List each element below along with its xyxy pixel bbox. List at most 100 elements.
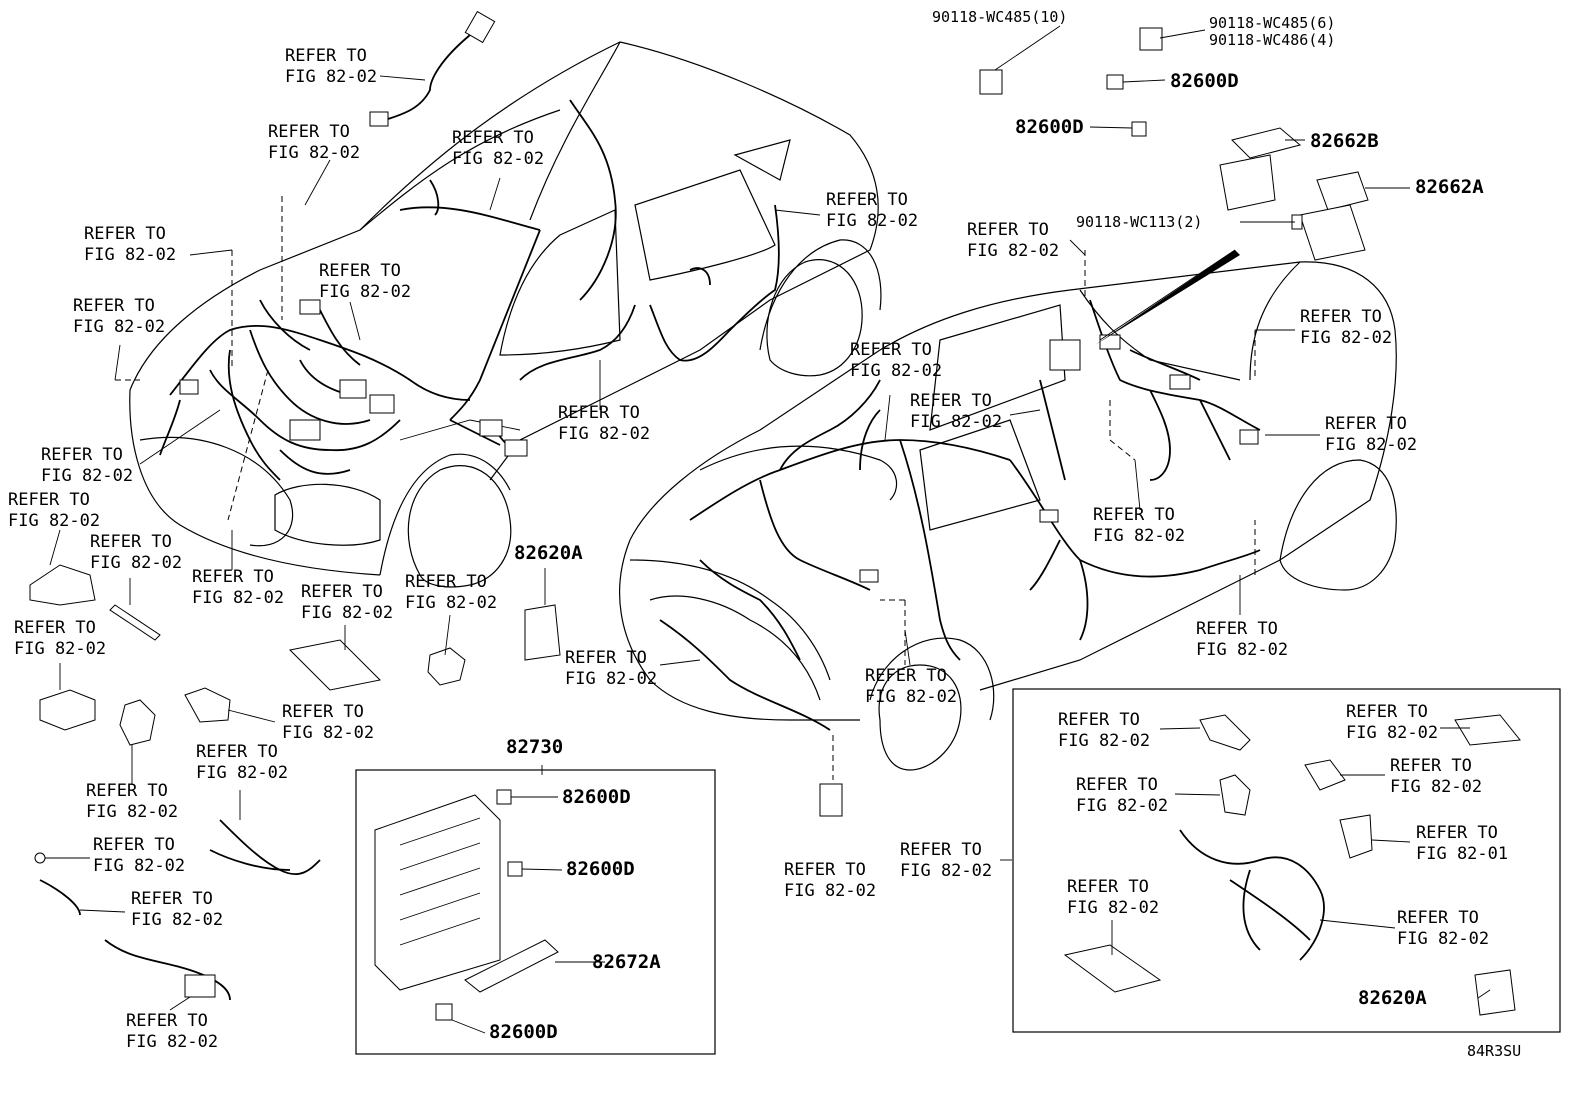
part-number[interactable]: 82730 [506,736,564,758]
rear-car-harness [659,299,1261,731]
callout-line-2: FIG 82-02 [1300,328,1393,348]
callout-line-2: FIG 82-02 [1093,526,1186,546]
callout-line-2: FIG 82-02 [301,603,394,623]
loose-parts-artwork [29,27,1521,1021]
callout-line-2: FIG 82-01 [1416,844,1509,864]
callout-line-2: FIG 82-02 [1196,640,1289,660]
inset-box-rear-parts [1012,688,1561,1033]
callout-line-2: FIG 82-02 [192,588,285,608]
callout-line-1: REFER TO [784,860,866,880]
callout-line-2: FIG 82-02 [558,424,651,444]
callout-line-1: REFER TO [558,403,640,423]
callout-line-1: REFER TO [196,742,278,762]
callout-line-2: FIG 82-02 [131,910,224,930]
callout-line-2: FIG 82-02 [126,1032,219,1052]
part-number[interactable]: 82600D [489,1021,558,1043]
callout-line-2: FIG 82-02 [900,861,993,881]
diagram-id: 84R3SU [1467,1042,1522,1060]
callout-line-1: REFER TO [73,296,155,316]
callout-line-1: REFER TO [452,128,534,148]
callout-line-2: FIG 82-02 [14,639,107,659]
part-number[interactable]: 90118-WC113(2) [1076,213,1203,231]
callout-line-2: FIG 82-02 [865,687,958,707]
callout-line-2: FIG 82-02 [784,881,877,901]
callout-line-2: FIG 82-02 [452,149,545,169]
callout-line-1: REFER TO [910,391,992,411]
part-number[interactable]: 82662B [1310,130,1379,152]
callout-line-2: FIG 82-02 [196,763,289,783]
part-number[interactable]: 90118-WC486(4) [1209,31,1336,49]
part-number[interactable]: 90118-WC485(6) [1209,14,1336,32]
callout-line-2: FIG 82-02 [910,412,1003,432]
part-number[interactable]: 82600D [1170,70,1239,92]
front-car-outline [129,41,882,588]
callout-line-1: REFER TO [14,618,96,638]
part-number[interactable]: 82672A [592,951,661,973]
part-number[interactable]: 82600D [1015,116,1084,138]
callout-line-2: FIG 82-02 [84,245,177,265]
front-engine-harness [159,99,780,481]
callout-line-2: FIG 82-02 [86,802,179,822]
callout-line-1: REFER TO [1196,619,1278,639]
callout-line-1: REFER TO [282,702,364,722]
part-number[interactable]: 82620A [514,542,583,564]
inset-box-82730 [355,769,716,1055]
part-number[interactable]: 90118-WC485(10) [932,8,1068,26]
callout-line-1: REFER TO [1325,414,1407,434]
rear-car-dashed-leaders [819,249,1256,817]
part-number[interactable]: 82600D [566,858,635,880]
part-number[interactable]: 82662A [1415,176,1484,198]
part-number[interactable]: 82600D [562,786,631,808]
callout-line-1: REFER TO [90,532,172,552]
callout-line-1: REFER TO [1076,775,1158,795]
callout-line-2: FIG 82-02 [1067,898,1160,918]
callout-line-2: FIG 82-02 [405,593,498,613]
callout-line-2: FIG 82-02 [1397,929,1490,949]
part-number[interactable]: 82620A [1358,987,1427,1009]
callout-line-2: FIG 82-02 [826,211,919,231]
callout-line-1: REFER TO [285,46,367,66]
callout-line-1: REFER TO [1346,702,1428,722]
callout-line-2: FIG 82-02 [268,143,361,163]
